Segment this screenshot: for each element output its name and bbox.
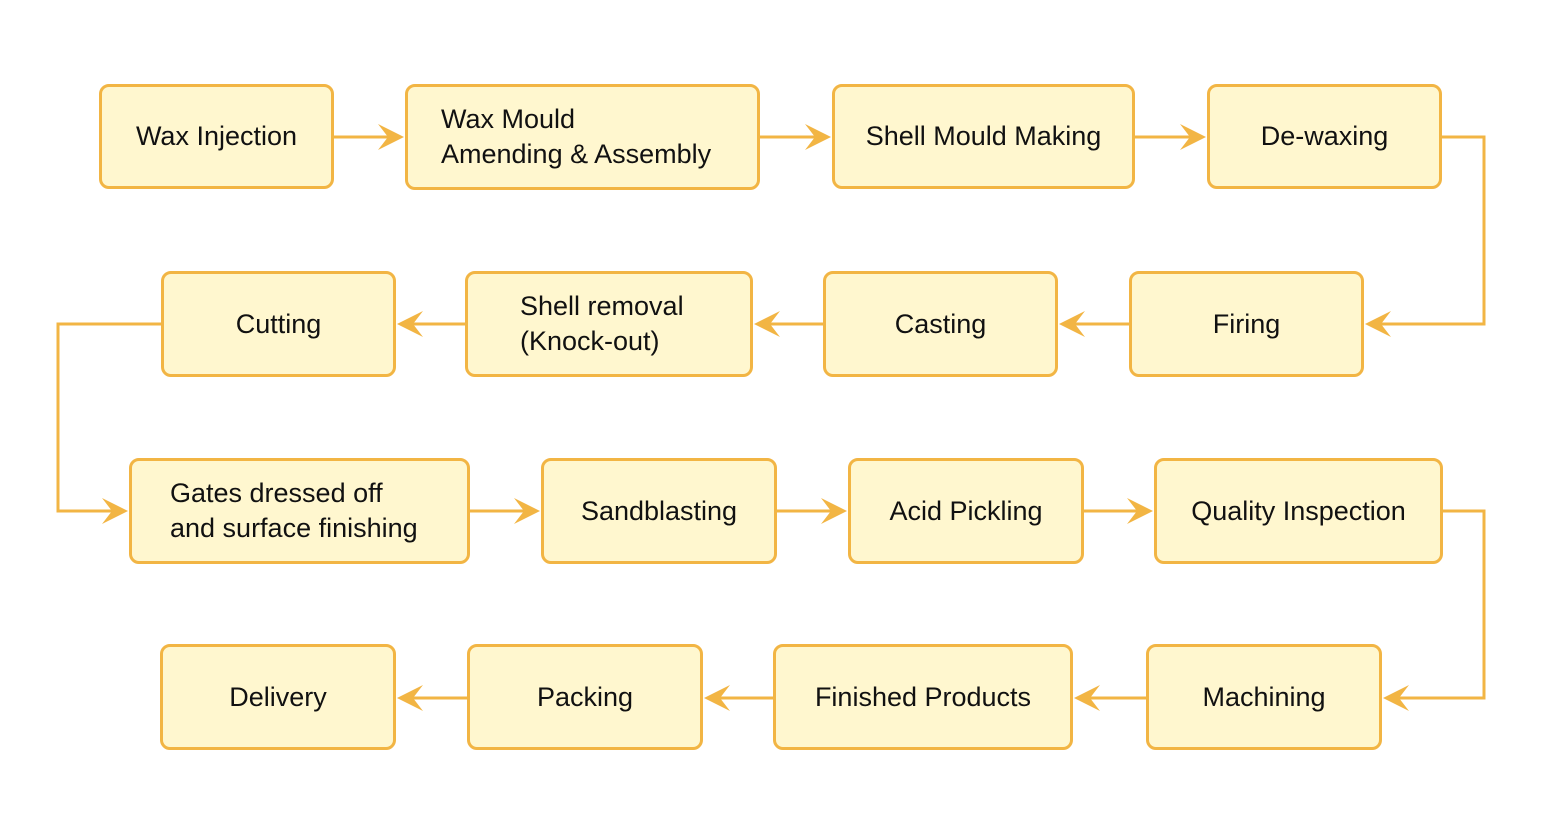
step-label: Acid Pickling [889,495,1043,526]
arrow-head-icon [754,311,780,337]
step-packing: Packing [467,644,703,750]
step-de-waxing: De-waxing [1207,84,1442,189]
step-label: Casting [894,308,987,339]
arrow-head-icon [1059,311,1085,337]
step-wax-injection: Wax Injection [99,84,334,189]
step-label: Wax Injection [135,121,298,151]
step-finished-products: Finished Products [773,644,1073,750]
arrow-head-icon [514,498,540,524]
step-label: Gates dressed off and surface finishing [170,478,418,543]
step-label: Packing [536,681,634,712]
step-wax-mould-amending-assembly: Wax Mould Amending & Assembly [405,84,760,190]
step-sandblasting: Sandblasting [541,458,777,564]
arrow-head-icon [1365,311,1391,337]
step-casting: Casting [823,271,1058,377]
connector-line [1399,509,1486,700]
step-machining: Machining [1146,644,1382,750]
step-label: Cutting [235,308,322,339]
arrow-head-icon [102,498,128,524]
arrow-head-icon [378,124,404,150]
step-shell-mould-making: Shell Mould Making [832,84,1135,189]
step-label: Shell Mould Making [865,121,1102,151]
step-delivery: Delivery [160,644,396,750]
step-label: Delivery [229,681,327,712]
step-cutting: Cutting [161,271,396,377]
step-quality-inspection: Quality Inspection [1154,458,1443,564]
step-firing: Firing [1129,271,1364,377]
arrow-head-icon [1383,685,1409,711]
step-label: Machining [1202,681,1326,712]
step-label: Shell removal (Knock-out) [520,291,684,356]
arrow-head-icon [397,685,423,711]
arrow-head-icon [1127,498,1153,524]
step-label: Sandblasting [580,495,738,526]
step-shell-removal: Shell removal (Knock-out) [465,271,753,377]
step-label: Finished Products [814,681,1032,712]
step-label: Firing [1212,308,1281,339]
connector-line [1381,135,1486,326]
arrow-head-icon [1074,685,1100,711]
arrow-head-icon [704,685,730,711]
step-label: De-waxing [1260,121,1389,151]
arrow-head-icon [805,124,831,150]
step-gates-dressed-off: Gates dressed off and surface finishing [129,458,470,564]
step-label: Wax Mould Amending & Assembly [441,104,712,169]
step-acid-pickling: Acid Pickling [848,458,1084,564]
connector-line [56,322,161,513]
arrow-head-icon [821,498,847,524]
arrow-head-icon [1180,124,1206,150]
step-label: Quality Inspection [1191,495,1406,526]
arrow-head-icon [397,311,423,337]
